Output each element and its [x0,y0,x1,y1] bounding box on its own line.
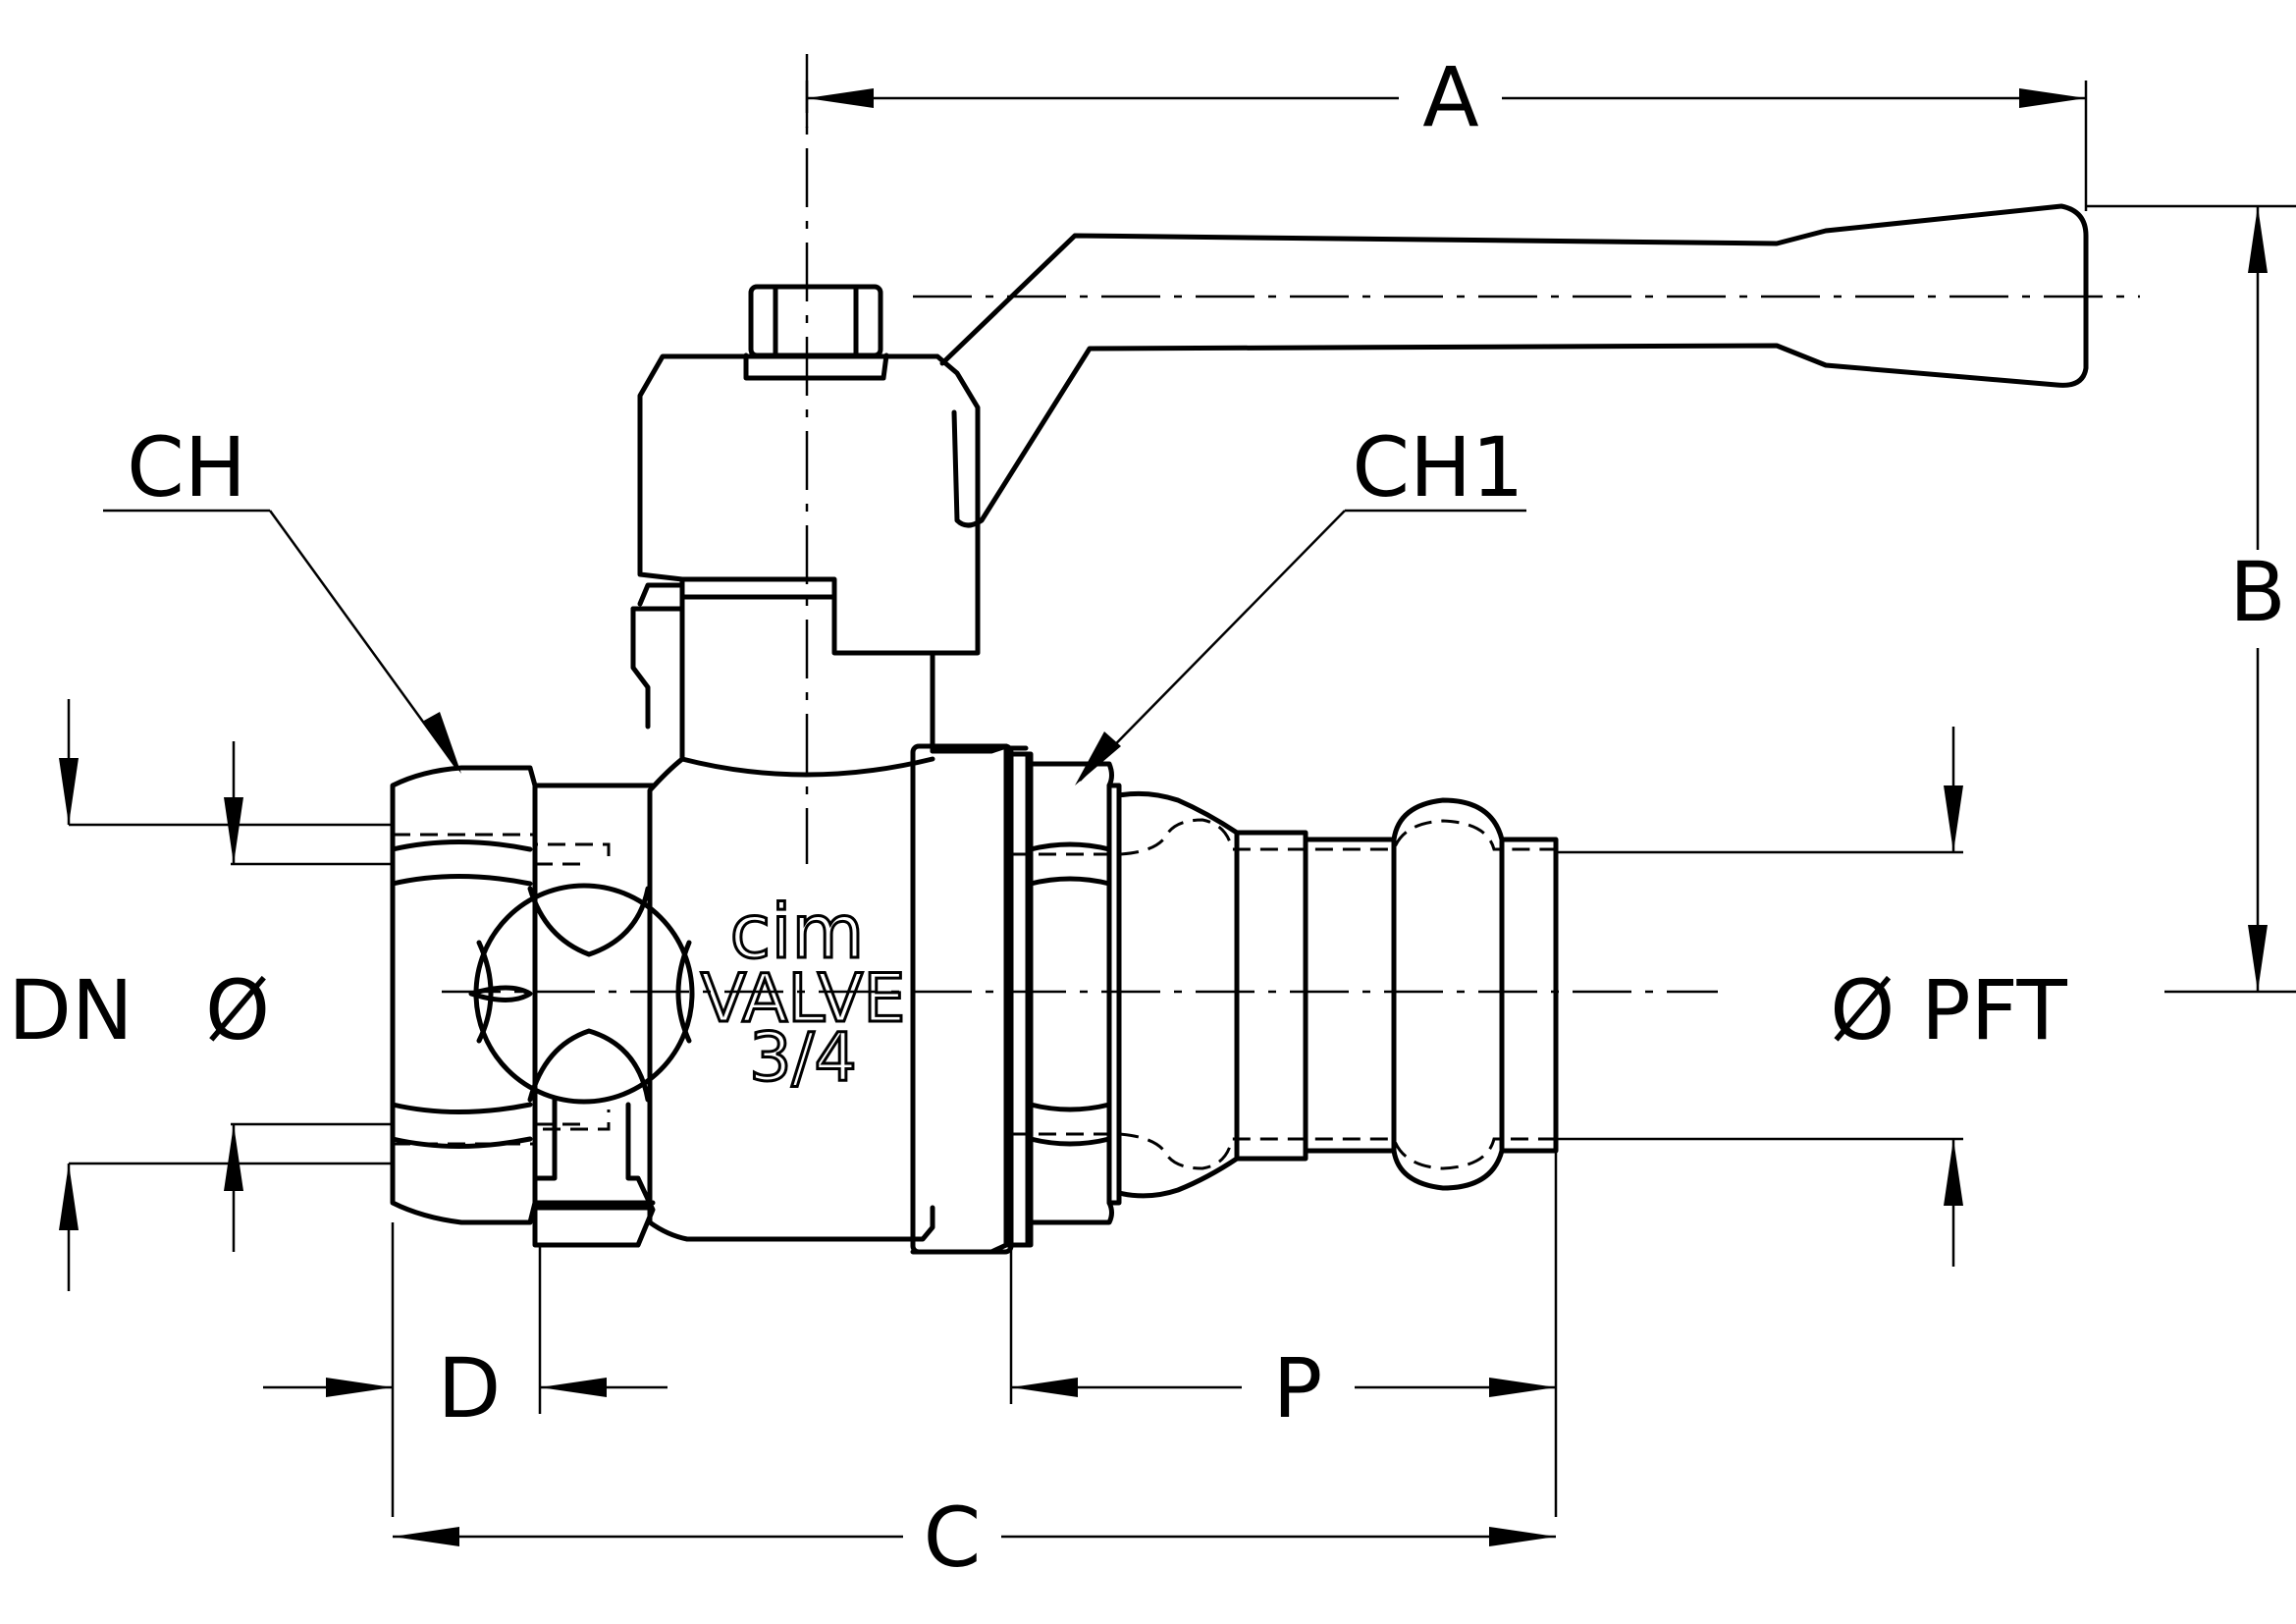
marking-brand: cim [730,888,865,975]
label-dia-left: Ø [205,962,270,1058]
dimension-a [805,81,2088,211]
handle-hub [630,353,981,730]
label-ch: CH [127,419,246,515]
dimension-dia-left [224,741,393,1252]
dimension-d [263,1222,667,1517]
right-hex-nut [1028,761,1122,1225]
label-b: B [2229,544,2286,640]
dimension-pft [1556,727,1963,1267]
drain-knob [468,883,695,1105]
label-ch1: CH1 [1352,419,1523,515]
label-a: A [1422,49,1478,145]
leader-ch1 [1075,509,1526,785]
label-dn: DN [8,962,133,1058]
label-c: C [924,1489,982,1586]
press-fitting [1009,790,1559,1199]
dimension-b [2086,204,2296,994]
leader-ch [103,509,461,774]
lever-handle [939,203,2089,528]
label-pft: Ø PFT [1830,962,2067,1058]
marking-size: 3/4 [749,1019,856,1097]
dimension-c [393,1527,1556,1546]
stem-nut [743,284,889,381]
marking-word: VALVE [701,960,906,1038]
label-d: D [438,1340,502,1436]
center-lines [442,54,2140,994]
body-marking: cim VALVE 3/4 [699,887,907,1099]
left-hidden-lines [393,833,611,1146]
label-p: P [1273,1340,1323,1436]
dimension-p [1009,1151,1558,1517]
drain-spout [532,1097,656,1248]
